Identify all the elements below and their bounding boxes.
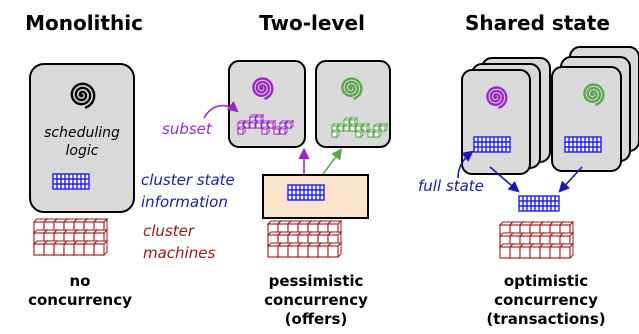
- monolithic-caption-line2: concurrency: [28, 291, 132, 309]
- two-level-panel: subset cluster state information pessimi…: [141, 60, 391, 328]
- purple-scheduler-box: [461, 69, 531, 175]
- cluster-machines-grid: [498, 220, 575, 260]
- scheduler-state-copy-grid: [473, 136, 511, 153]
- spiral-icon: [341, 77, 363, 100]
- shared-state-caption-line3: (transactions): [486, 310, 605, 328]
- title-two-level: Two-level: [259, 11, 365, 35]
- full-state-arrow: [457, 150, 474, 179]
- spiral-icon: [252, 77, 274, 100]
- shared-cluster-state-grid: [518, 195, 560, 212]
- purple-offer-subset: [236, 113, 295, 136]
- cluster-machines-label-line1: cluster: [143, 222, 195, 240]
- green-commit-arrow: [558, 166, 583, 193]
- state-to-green-arrow: [322, 148, 343, 175]
- title-monolithic: Monolithic: [25, 11, 143, 35]
- monolithic-caption-line1: no: [70, 272, 91, 290]
- green-offer-subset: [330, 116, 389, 139]
- two-level-caption-line3: (offers): [285, 310, 348, 328]
- cluster-state-grid: [287, 184, 325, 201]
- two-level-caption-line1: pessimistic: [269, 272, 364, 290]
- shared-state-panel: full state optimistic concurrency (trans…: [418, 46, 639, 328]
- cluster-state-info-label-line1: cluster state: [141, 171, 235, 189]
- shared-state-caption-line2: concurrency: [494, 291, 598, 309]
- subset-arrow: [203, 100, 239, 119]
- scheduler-state-copy-grid: [564, 136, 602, 153]
- cluster-state-info-label-line2: information: [141, 193, 228, 211]
- cluster-state-grid: [52, 173, 90, 190]
- subset-label: subset: [162, 120, 213, 138]
- title-shared-state: Shared state: [465, 11, 610, 35]
- spiral-icon: [70, 82, 96, 109]
- cluster-machines-grid: [32, 217, 109, 257]
- scheduling-logic-label-line2: logic: [66, 143, 99, 159]
- cluster-machines-label-line2: machines: [143, 244, 215, 262]
- full-state-label: full state: [418, 177, 484, 195]
- two-level-caption-line2: concurrency: [264, 291, 368, 309]
- cluster-machines-grid: [266, 219, 343, 259]
- scheduling-logic-label-line1: scheduling: [44, 125, 120, 141]
- spiral-icon: [583, 83, 605, 106]
- shared-state-caption-line1: optimistic: [504, 272, 588, 290]
- purple-commit-arrow: [489, 166, 520, 193]
- spiral-icon: [486, 86, 508, 109]
- monolithic-panel: scheduling logic cluster machines no con…: [28, 63, 215, 309]
- green-scheduler-box: [551, 66, 622, 172]
